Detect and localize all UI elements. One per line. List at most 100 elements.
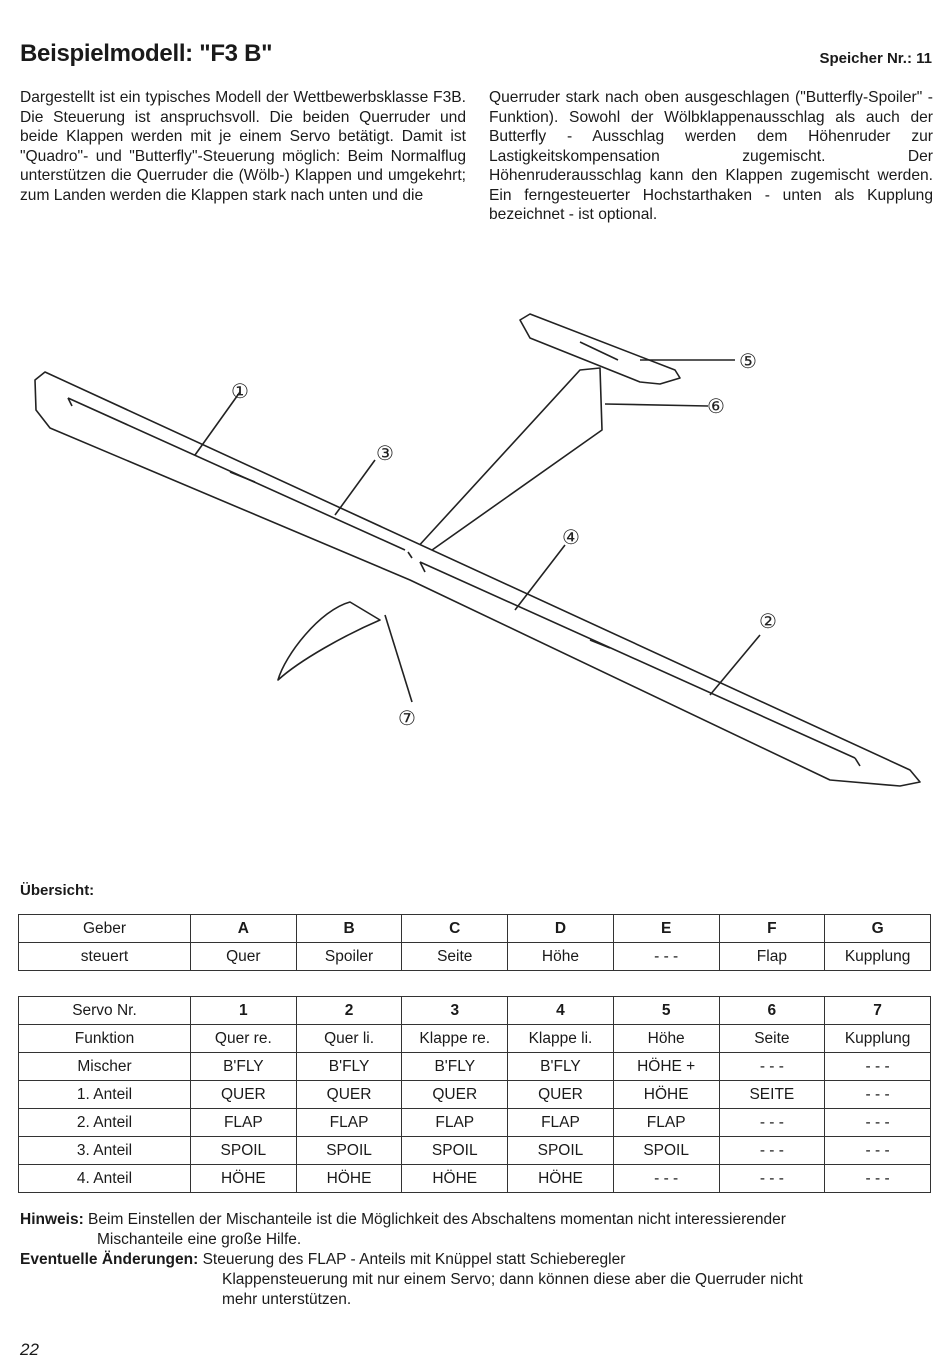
table-cell: 3. Anteil: [18, 1136, 191, 1165]
table-row: Servo Nr. 1 2 3 4 5 6 7: [18, 996, 931, 1025]
hinweis-line-2: Mischanteile eine große Hilfe.: [97, 1231, 302, 1248]
aenderungen-text: Steuerung des FLAP - Anteils mit Knüppel…: [202, 1251, 626, 1268]
table-cell: Quer: [190, 942, 297, 971]
table-cell: Seite: [401, 942, 509, 971]
page-title: Beispielmodell: "F3 B": [20, 40, 273, 67]
horizontal-stabilizer: [519, 313, 681, 385]
table-cell: 7: [824, 996, 931, 1025]
table-row: 2. Anteil FLAP FLAP FLAP FLAP FLAP - - -…: [18, 1108, 931, 1137]
table-cell: FLAP: [612, 1108, 720, 1137]
table-cell: HÖHE: [507, 1164, 614, 1193]
table-cell: C: [401, 914, 509, 943]
table-cell: - - -: [824, 1136, 931, 1165]
table-cell: Klappe re.: [401, 1024, 509, 1053]
table-row: 4. Anteil HÖHE HÖHE HÖHE HÖHE - - - - - …: [18, 1164, 931, 1193]
table-cell: - - -: [718, 1052, 826, 1081]
table-cell: - - -: [824, 1108, 931, 1137]
table-cell: 2: [295, 996, 403, 1025]
aenderungen-label: Eventuelle Änderungen:: [20, 1251, 199, 1268]
table-row: Mischer B'FLY B'FLY B'FLY B'FLY HÖHE + -…: [18, 1052, 931, 1081]
table-cell: 3: [401, 996, 509, 1025]
intro-column-left: Dargestellt ist ein typisches Modell der…: [20, 88, 466, 205]
table-cell: Funktion: [18, 1024, 191, 1053]
table-row: Geber A B C D E F G: [18, 914, 931, 943]
intro-text-left: Dargestellt ist ein typisches Modell der…: [20, 89, 466, 204]
table-cell: G: [824, 914, 931, 943]
table-cell: HÖHE: [295, 1164, 403, 1193]
callout-7: ⑦: [398, 706, 416, 730]
hinweis-text: Beim Einstellen der Mischanteile ist die…: [88, 1211, 786, 1228]
page-number: 22: [20, 1340, 39, 1359]
table-cell: Mischer: [18, 1052, 191, 1081]
table-cell: Spoiler: [295, 942, 403, 971]
table-cell: SPOIL: [401, 1136, 509, 1165]
table-cell: Flap: [718, 942, 826, 971]
table-cell: 6: [718, 996, 826, 1025]
callout-6: ⑥: [707, 394, 725, 418]
callout-3: ③: [376, 441, 394, 465]
table-cell: SPOIL: [612, 1136, 720, 1165]
table-cell: 1. Anteil: [18, 1080, 191, 1109]
table-cell: - - -: [718, 1136, 826, 1165]
callout-2: ②: [759, 609, 777, 633]
table-cell: - - -: [718, 1108, 826, 1137]
table-cell: 2. Anteil: [18, 1108, 191, 1137]
callout-5: ⑤: [739, 349, 757, 373]
table-cell: - - -: [824, 1080, 931, 1109]
table-cell: HÖHE: [190, 1164, 297, 1193]
table-cell: QUER: [190, 1080, 297, 1109]
table-cell: Servo Nr.: [18, 996, 191, 1025]
table-cell: HÖHE: [612, 1080, 720, 1109]
table-cell: - - -: [824, 1164, 931, 1193]
table-cell: FLAP: [190, 1108, 297, 1137]
overview-label: Übersicht:: [20, 882, 95, 899]
table-cell: Höhe: [612, 1024, 720, 1053]
aenderungen-line-2: Klappensteuerung mit nur einem Servo; da…: [222, 1271, 803, 1288]
table-cell: HÖHE +: [612, 1052, 720, 1081]
table-cell: B'FLY: [401, 1052, 509, 1081]
table-row: 3. Anteil SPOIL SPOIL SPOIL SPOIL SPOIL …: [18, 1136, 931, 1165]
table-row: Funktion Quer re. Quer li. Klappe re. Kl…: [18, 1024, 931, 1053]
notes-section: Hinweis: Beim Einstellen der Mischanteil…: [20, 1210, 934, 1310]
table-row: steuert Quer Spoiler Seite Höhe - - - Fl…: [18, 942, 931, 971]
table-cell: 5: [612, 996, 720, 1025]
table-row: 1. Anteil QUER QUER QUER QUER HÖHE SEITE…: [18, 1080, 931, 1109]
aenderungen-line-3: mehr unterstützen.: [222, 1291, 352, 1308]
table-cell: QUER: [295, 1080, 403, 1109]
intro-column-right: Querruder stark nach oben ausgeschlagen …: [489, 88, 933, 225]
table-cell: SPOIL: [190, 1136, 297, 1165]
table-cell: SPOIL: [295, 1136, 403, 1165]
table-cell: B'FLY: [295, 1052, 403, 1081]
table-cell: E: [612, 914, 720, 943]
table-cell: QUER: [507, 1080, 614, 1109]
table-cell: Klappe li.: [507, 1024, 614, 1053]
table-cell: D: [507, 914, 614, 943]
aenderungen-line-1: Eventuelle Änderungen: Steuerung des FLA…: [20, 1250, 934, 1270]
table-cell: FLAP: [401, 1108, 509, 1137]
glider-drawing: ① ③ ④ ② ⑤ ⑥ ⑦: [34, 313, 921, 787]
callout-4: ④: [562, 525, 580, 549]
table-cell: B'FLY: [507, 1052, 614, 1081]
table-cell: FLAP: [507, 1108, 614, 1137]
table-cell: Kupplung: [824, 1024, 931, 1053]
geber-table: Geber A B C D E F G steuert Quer Spoiler…: [18, 914, 931, 971]
table-cell: 1: [190, 996, 297, 1025]
table-cell: B: [295, 914, 403, 943]
table-cell: Quer li.: [295, 1024, 403, 1053]
table-cell: SEITE: [718, 1080, 826, 1109]
fin: [414, 367, 603, 556]
table-cell: FLAP: [295, 1108, 403, 1137]
table-cell: steuert: [18, 942, 191, 971]
table-cell: Quer re.: [190, 1024, 297, 1053]
table-cell: A: [190, 914, 297, 943]
table-cell: - - -: [824, 1052, 931, 1081]
table-cell: B'FLY: [190, 1052, 297, 1081]
callout-1: ①: [231, 379, 249, 403]
table-cell: Geber: [18, 914, 191, 943]
intro-text-right: Querruder stark nach oben ausgeschlagen …: [489, 89, 933, 223]
table-cell: - - -: [612, 1164, 720, 1193]
table-cell: - - -: [718, 1164, 826, 1193]
table-cell: QUER: [401, 1080, 509, 1109]
memory-number: Speicher Nr.: 11: [819, 50, 932, 67]
table-cell: 4. Anteil: [18, 1164, 191, 1193]
